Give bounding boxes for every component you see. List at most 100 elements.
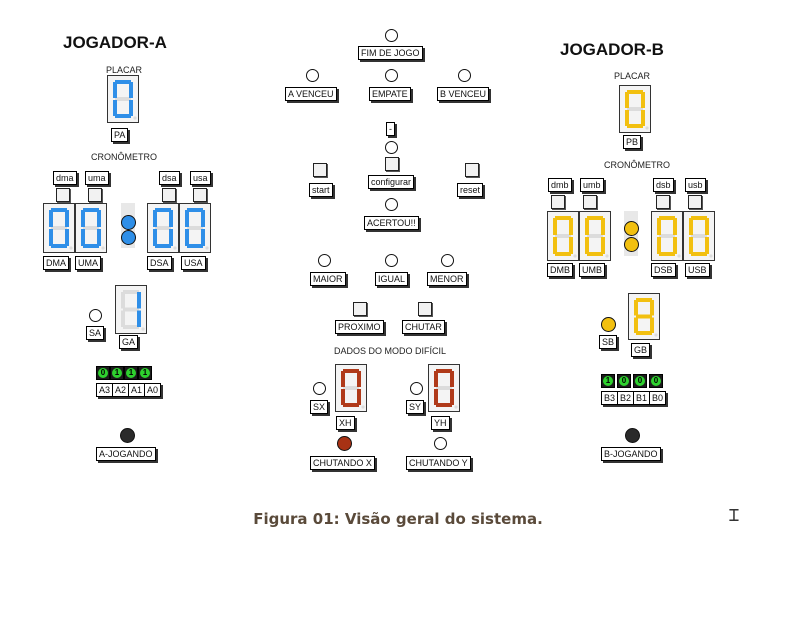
segment-a	[123, 290, 139, 294]
segment-b	[201, 210, 205, 227]
UMB-label: UMB	[579, 263, 605, 277]
usa-button[interactable]	[193, 188, 207, 202]
configurar-button[interactable]	[385, 157, 399, 171]
dsa-button[interactable]	[162, 188, 176, 202]
dmb-input[interactable]: dmb	[548, 178, 572, 192]
acertou-label: ACERTOU!!	[364, 216, 419, 230]
segment-f	[553, 218, 557, 235]
switch-a3[interactable]: 0	[96, 366, 110, 380]
segment-f	[689, 218, 693, 235]
segment-a	[436, 369, 452, 373]
UMA-label: UMA	[75, 256, 101, 270]
reset-button[interactable]	[465, 163, 479, 177]
decimal-point	[101, 246, 105, 250]
gb-display	[628, 293, 660, 340]
umb-display	[579, 211, 611, 261]
dsb-input[interactable]: dsb	[653, 178, 674, 192]
DMB-label: DMB	[547, 263, 573, 277]
dsb-button[interactable]	[656, 195, 670, 209]
switch-a1-value: 1	[126, 368, 136, 378]
segment-a	[343, 369, 359, 373]
segment-b	[569, 218, 573, 235]
segment-b	[97, 210, 101, 227]
a2-label: A2	[112, 383, 130, 397]
dmb-display	[547, 211, 579, 261]
DMA-label: DMA	[43, 256, 69, 270]
sy-label: SY	[406, 400, 425, 414]
igual-label: IGUAL	[375, 272, 409, 286]
segment-f	[153, 210, 157, 227]
decimal-point	[141, 327, 145, 331]
uma-button[interactable]	[88, 188, 102, 202]
chutar-button[interactable]	[418, 302, 432, 316]
segment-a	[636, 298, 652, 302]
segment-b	[601, 218, 605, 235]
placar-b-caption: PLACAR	[614, 71, 651, 81]
modo-dificil-caption: DADOS DO MODO DIFÍCIL	[334, 346, 447, 356]
umb-input[interactable]: umb	[580, 178, 604, 192]
segment-c	[97, 229, 101, 246]
segment-f	[634, 300, 638, 316]
switch-a3-value: 0	[98, 368, 108, 378]
segment-a	[659, 216, 675, 220]
start-label[interactable]: start	[309, 183, 333, 197]
start-button[interactable]	[313, 163, 327, 177]
chutar-label[interactable]: CHUTAR	[402, 320, 445, 334]
usb-input[interactable]: usb	[685, 178, 706, 192]
segment-c	[641, 110, 645, 126]
DSA-label: DSA	[147, 256, 172, 270]
segment-b	[641, 92, 645, 108]
segment-f	[625, 92, 629, 108]
segment-e	[553, 237, 557, 254]
switch-b2[interactable]: 0	[617, 374, 631, 388]
reset-label[interactable]: reset	[457, 183, 484, 197]
usa-input[interactable]: usa	[190, 171, 211, 185]
switch-a0[interactable]: 1	[138, 366, 152, 380]
switch-b0[interactable]: 0	[649, 374, 663, 388]
dsa-input[interactable]: dsa	[159, 171, 180, 185]
segment-g	[155, 226, 171, 230]
segment-d	[343, 403, 359, 407]
colon-b-bottom-dot	[624, 237, 639, 252]
segment-e	[49, 229, 53, 246]
configurar-label[interactable]: configurar	[368, 175, 415, 189]
usa-display	[179, 203, 211, 253]
switch-a2[interactable]: 1	[110, 366, 124, 380]
proximo-label[interactable]: PROXIMO	[335, 320, 384, 334]
segment-g	[343, 386, 359, 390]
a-venceu-pin	[306, 69, 319, 82]
dma-input[interactable]: dma	[53, 171, 77, 185]
a-jogando-label: A-JOGANDO	[96, 447, 156, 461]
proximo-button[interactable]	[353, 302, 367, 316]
decimal-point	[454, 405, 458, 409]
usb-button[interactable]	[688, 195, 702, 209]
figure-caption: Figura 01: Visão geral do sistema.	[253, 510, 543, 528]
switch-b3[interactable]: 1	[601, 374, 615, 388]
segment-e	[689, 237, 693, 254]
switch-a2-value: 1	[112, 368, 122, 378]
decimal-point	[69, 246, 73, 250]
switch-a1[interactable]: 1	[124, 366, 138, 380]
segment-d	[155, 244, 171, 248]
segment-b	[65, 210, 69, 227]
segment-f	[657, 218, 661, 235]
b-venceu-label: B VENCEU	[437, 87, 490, 101]
sy-pin	[410, 382, 423, 395]
yh-display	[428, 364, 460, 412]
dmb-button[interactable]	[551, 195, 565, 209]
segment-c	[201, 229, 205, 246]
placar-a-display	[107, 75, 139, 123]
placar-a-caption: PLACAR	[106, 65, 143, 75]
dma-button[interactable]	[56, 188, 70, 202]
umb-button[interactable]	[583, 195, 597, 209]
switch-b2-value: 0	[619, 376, 629, 386]
uma-input[interactable]: uma	[85, 171, 109, 185]
pa-label: PA	[111, 128, 129, 142]
segment-f	[49, 210, 53, 227]
segment-g	[555, 234, 571, 238]
decimal-point	[645, 126, 649, 130]
segment-d	[691, 252, 707, 256]
switch-b1[interactable]: 0	[633, 374, 647, 388]
segment-d	[636, 331, 652, 335]
segment-b	[137, 292, 141, 309]
